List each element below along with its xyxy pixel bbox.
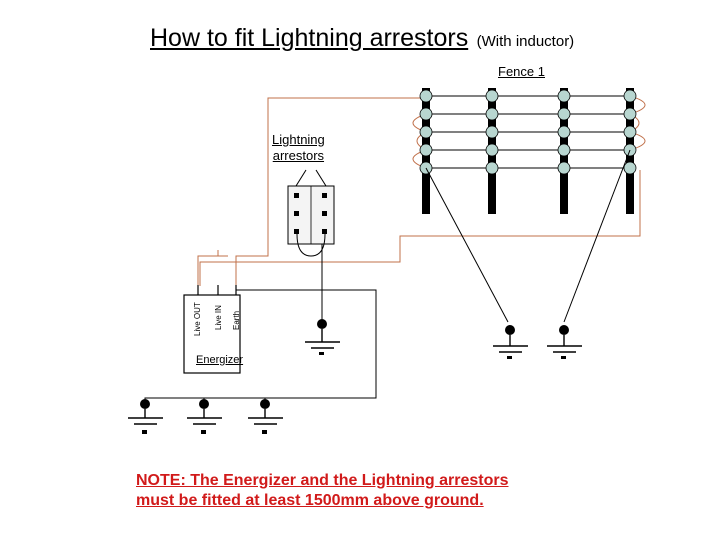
ground-electrode-fence-2 bbox=[547, 325, 582, 359]
note-line1: NOTE: The Energizer and the Lightning ar… bbox=[136, 472, 509, 489]
terminal-earth-label: Earth bbox=[232, 310, 241, 330]
arrestors-label-line1: Lightning bbox=[272, 132, 325, 147]
title-sub: (With inductor) bbox=[476, 33, 575, 50]
ground-electrode-energizer-2 bbox=[187, 399, 222, 434]
fence-label: Fence 1 bbox=[498, 64, 545, 79]
ground-electrode-arrestor bbox=[305, 319, 340, 355]
title-main: How to fit Lightning arrestors bbox=[150, 24, 469, 52]
ground-electrode-energizer-3 bbox=[248, 399, 283, 434]
ground-electrode-energizer-1 bbox=[128, 399, 163, 434]
note-line2: must be fitted at least 1500mm above gro… bbox=[136, 492, 484, 509]
fence-post-2 bbox=[485, 88, 499, 214]
brown-wire-return bbox=[199, 170, 641, 286]
fence-post-3 bbox=[557, 88, 571, 214]
note-text: NOTE: The Energizer and the Lightning ar… bbox=[136, 471, 566, 511]
earth-wire bbox=[144, 289, 377, 406]
energizer-label: Energizer bbox=[196, 354, 244, 366]
arrestors-label-line2: arrestors bbox=[272, 148, 325, 163]
ground-electrode-fence-1 bbox=[493, 325, 528, 359]
fence-wires bbox=[426, 95, 630, 169]
fence-post-1 bbox=[419, 88, 433, 214]
page-title: How to fit Lightning arrestors (With ind… bbox=[150, 24, 574, 53]
fence-earth-wire-2 bbox=[563, 149, 631, 323]
brown-wire-live bbox=[235, 97, 420, 285]
fence-earth-wire-1 bbox=[425, 167, 509, 323]
energizer-box bbox=[183, 294, 241, 374]
terminal-live-in-label: Live IN bbox=[214, 305, 223, 330]
terminal-live-out-label: Live OUT bbox=[193, 302, 202, 336]
arrestors-label: Lightning arrestors bbox=[272, 132, 325, 164]
